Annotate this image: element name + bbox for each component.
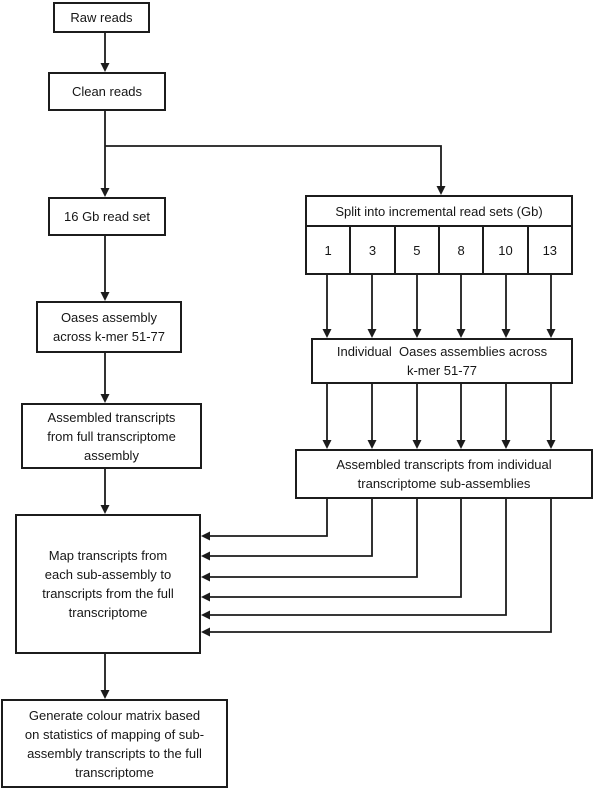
split-cell-5gb: 5 xyxy=(393,227,438,273)
split-cell-13gb: 13 xyxy=(526,227,571,273)
arrow-16gb-to-oases xyxy=(100,236,110,301)
node-split-read-sets: Split into incremental read sets (Gb) 1 … xyxy=(305,195,573,275)
node-clean-reads: Clean reads xyxy=(48,72,166,111)
node-generate-matrix-label: Generate colour matrix based on statisti… xyxy=(24,707,205,780)
node-16gb-read-set-label: 16 Gb read set xyxy=(64,209,150,224)
arrow-raw-to-clean xyxy=(100,33,110,72)
node-oases-assembly: Oases assembly across k-mer 51-77 xyxy=(36,301,182,353)
arrow-clean-branch-to-split xyxy=(105,145,446,195)
split-cell-10gb: 10 xyxy=(482,227,526,273)
node-16gb-read-set: 16 Gb read set xyxy=(48,197,166,236)
arrow-oases-to-assembled-full xyxy=(100,353,110,403)
arrow-map-to-generate xyxy=(100,654,110,699)
arrows-individual-to-assembled xyxy=(322,384,556,449)
arrow-clean-to-16gb xyxy=(100,111,110,197)
node-assembled-individual: Assembled transcripts from individual tr… xyxy=(295,449,593,499)
split-cell-3gb: 3 xyxy=(349,227,393,273)
node-assembled-full: Assembled transcripts from full transcri… xyxy=(21,403,202,469)
split-header-label: Split into incremental read sets (Gb) xyxy=(335,203,543,219)
node-raw-reads: Raw reads xyxy=(53,2,150,33)
split-cells-row: 1 3 5 8 10 13 xyxy=(307,227,571,273)
node-individual-oases-label: Individual Oases assemblies across k-mer… xyxy=(336,344,548,378)
node-individual-oases: Individual Oases assemblies across k-mer… xyxy=(311,338,573,384)
arrows-cells-to-individual xyxy=(322,275,556,338)
arrows-assembled-to-map xyxy=(201,499,552,637)
node-raw-reads-label: Raw reads xyxy=(70,10,133,25)
node-oases-assembly-label: Oases assembly across k-mer 51-77 xyxy=(53,310,165,344)
node-map-transcripts: Map transcripts from each sub-assembly t… xyxy=(15,514,201,654)
split-cell-8gb: 8 xyxy=(437,227,482,273)
node-generate-matrix: Generate colour matrix based on statisti… xyxy=(1,699,228,788)
node-assembled-individual-label: Assembled transcripts from individual tr… xyxy=(336,457,552,491)
split-cell-1gb: 1 xyxy=(324,242,332,258)
node-assembled-full-label: Assembled transcripts from full transcri… xyxy=(47,409,176,463)
node-map-transcripts-label: Map transcripts from each sub-assembly t… xyxy=(42,548,174,620)
node-clean-reads-label: Clean reads xyxy=(71,84,143,99)
arrow-assembled-full-to-map xyxy=(100,469,110,514)
split-header: Split into incremental read sets (Gb) xyxy=(307,197,571,227)
